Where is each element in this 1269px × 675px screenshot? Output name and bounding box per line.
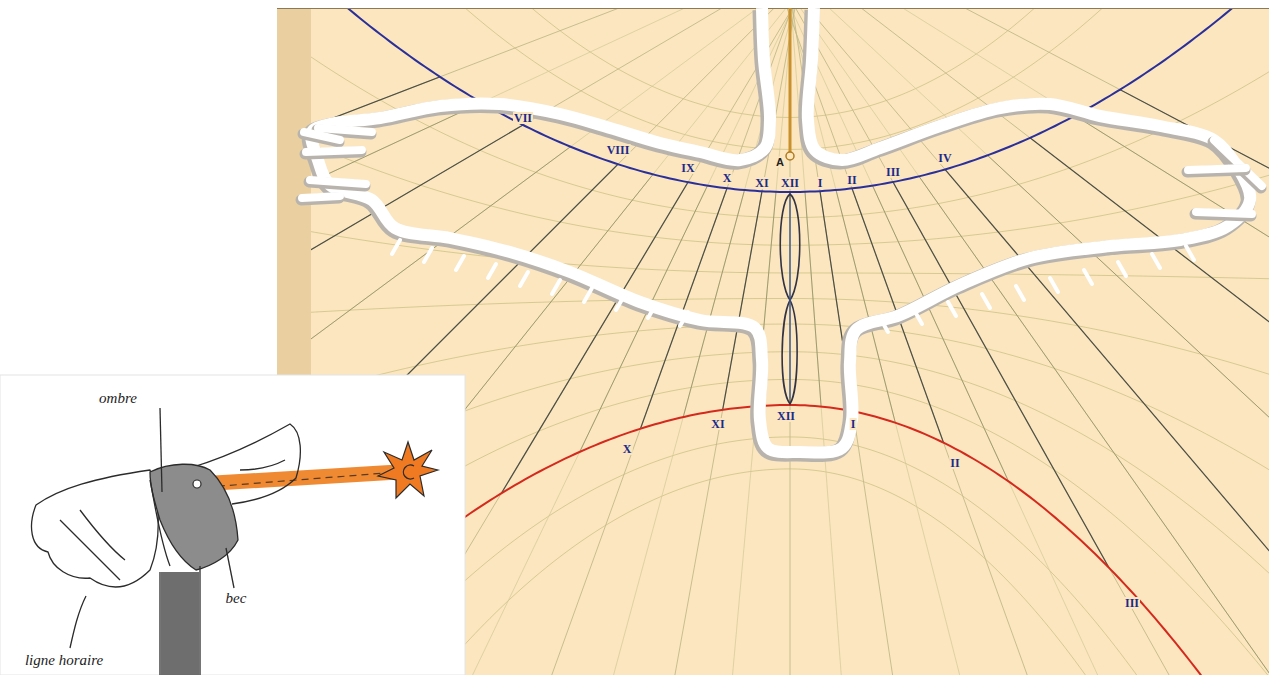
post-shading — [161, 572, 199, 675]
hour-numeral: XII — [776, 410, 796, 422]
feather-fringe — [1050, 278, 1058, 292]
half-hour-line — [570, 8, 1269, 675]
bird-eye — [193, 480, 201, 488]
hour-numeral: IV — [937, 152, 952, 164]
feather-fringe — [392, 240, 400, 254]
hour-line-extension — [790, 8, 791, 675]
wing-stroke — [240, 460, 285, 470]
feather-fringe — [1084, 270, 1092, 284]
half-hour-line — [737, 8, 1018, 675]
left-wing — [32, 470, 159, 587]
hour-numeral: II — [846, 174, 857, 186]
leader-line — [70, 596, 86, 648]
inset-sketch — [0, 375, 465, 675]
feather-fringe — [648, 304, 656, 318]
hour-line — [789, 8, 790, 675]
feather-fringe — [982, 294, 990, 308]
dial-band — [277, 8, 1269, 675]
hour-line — [591, 8, 1269, 675]
panel-top-border — [277, 8, 1269, 9]
half-hour-line — [654, 8, 1269, 675]
hour-numeral: VIII — [606, 144, 631, 156]
hour-numeral: XI — [754, 177, 769, 189]
feather-fringe — [520, 272, 528, 286]
sun-symbol — [378, 442, 438, 498]
hour-numeral: X — [622, 443, 633, 455]
hour-numeral: II — [949, 457, 960, 469]
feather-fringe — [584, 288, 592, 302]
bird-head — [150, 464, 238, 570]
half-hour-line — [654, 8, 1269, 675]
noon-mean-line — [790, 200, 791, 398]
sketch-label: bec — [224, 591, 249, 606]
feather — [318, 128, 372, 132]
hour-line — [277, 8, 982, 675]
feather-fringe — [880, 318, 888, 332]
hour-numeral: I — [850, 418, 857, 430]
feather-fringe — [456, 256, 464, 270]
feather — [1214, 140, 1262, 186]
half-hour-line — [606, 8, 1269, 675]
feather-fringe — [616, 296, 624, 310]
hour-numeral: I — [817, 177, 824, 189]
feather-fringe — [1186, 246, 1194, 260]
feather — [1188, 168, 1246, 170]
sun-mark — [403, 465, 414, 479]
hour-line-extension — [631, 8, 1269, 675]
half-hour-line — [570, 8, 1269, 675]
feather-fringe — [1016, 286, 1024, 300]
hour-numeral: XII — [780, 177, 800, 189]
hour-numeral: III — [885, 166, 901, 178]
hour-numeral: IX — [680, 162, 695, 174]
feather — [306, 150, 362, 152]
feather — [302, 196, 340, 198]
feather — [310, 180, 366, 184]
feather-fringe — [488, 264, 496, 278]
hour-line — [570, 8, 1269, 675]
feather — [1196, 212, 1252, 214]
hour-numeral: X — [722, 172, 733, 184]
half-hour-line — [277, 8, 1039, 675]
dial-panel — [277, 8, 1269, 675]
hour-numeral: VII — [513, 112, 533, 124]
feather-fringe — [680, 312, 688, 326]
feather-fringe — [1118, 262, 1126, 276]
hour-line — [631, 8, 1269, 675]
hour-numeral: III — [1124, 597, 1140, 609]
head-shadow-edge — [150, 480, 170, 566]
point-label: A — [775, 157, 785, 168]
half-hour-line — [277, 8, 1039, 675]
hour-numeral: XI — [710, 418, 725, 430]
sketch-label: ombre — [97, 391, 139, 406]
hour-line — [277, 8, 1075, 675]
hour-line-extension — [570, 8, 1269, 675]
hour-line-extension — [277, 8, 1075, 675]
hour-line-extension — [591, 8, 1269, 675]
feather-fringe — [552, 280, 560, 294]
gnomon-tip — [786, 152, 794, 160]
feather — [304, 132, 340, 140]
feather-fringe — [948, 302, 956, 316]
half-hour-line — [606, 8, 1269, 675]
feather-fringe — [1152, 254, 1160, 268]
analemma — [780, 194, 800, 404]
feather-fringe — [914, 310, 922, 324]
half-hour-line — [737, 8, 1018, 675]
sketch-label: ligne horaire — [23, 653, 105, 668]
hour-line-extension — [277, 8, 982, 675]
inset-ground — [0, 375, 465, 675]
leader-line — [160, 408, 162, 492]
leader-line — [226, 548, 234, 588]
gnomon-rod — [789, 8, 792, 152]
wing-stroke — [60, 510, 125, 580]
post — [160, 566, 200, 675]
feather-fringe — [424, 248, 432, 262]
